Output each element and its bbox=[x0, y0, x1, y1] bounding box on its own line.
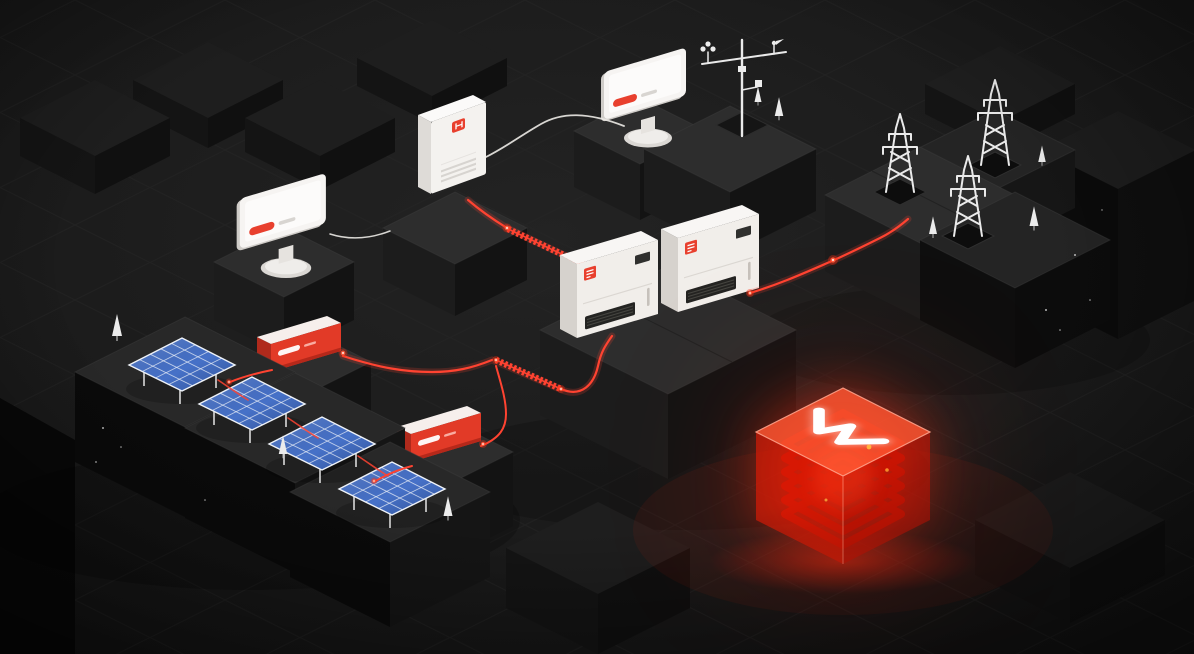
cable-connector-dot bbox=[479, 440, 487, 448]
cable-connector-dot bbox=[557, 385, 565, 393]
cable-connector-dot bbox=[492, 356, 500, 364]
cable-connector-dot bbox=[370, 477, 378, 485]
glint bbox=[824, 498, 828, 502]
glint bbox=[885, 468, 889, 472]
sensor-box bbox=[738, 66, 746, 72]
glint bbox=[866, 444, 872, 450]
sensor-box bbox=[755, 80, 762, 87]
cable-connector-dot bbox=[338, 348, 348, 358]
cable-connector-dot bbox=[225, 378, 233, 386]
cable-connector-dot bbox=[828, 255, 838, 265]
cable-connector-dot bbox=[502, 223, 512, 233]
cable-connector-dot bbox=[746, 289, 754, 297]
